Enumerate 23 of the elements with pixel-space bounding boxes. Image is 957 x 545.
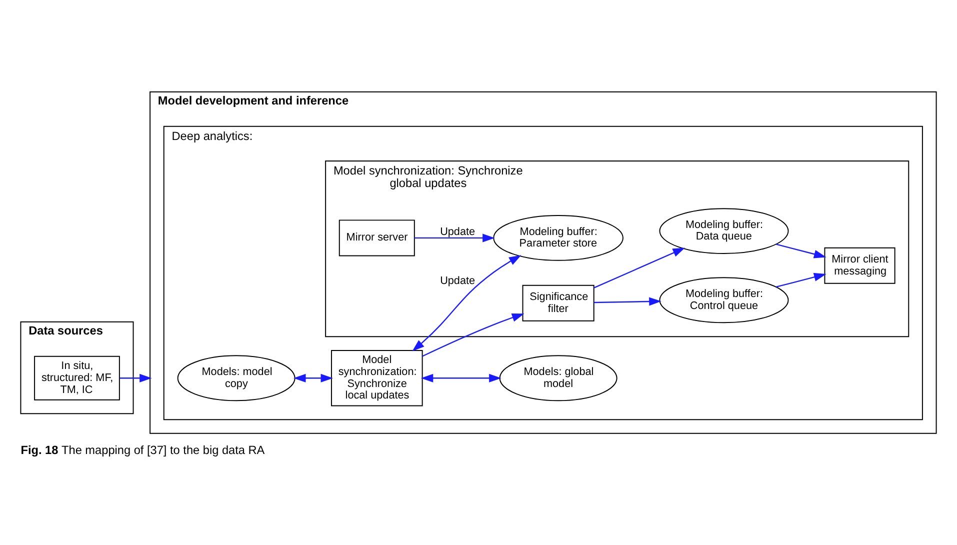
node-box: Significance filter — [522, 284, 594, 321]
node-ellipse: Modeling buffer: Control queue — [659, 276, 789, 323]
arrow — [776, 243, 826, 258]
arrow — [412, 254, 522, 351]
node-ellipse: Models: global model — [499, 354, 618, 401]
arrow — [594, 296, 662, 306]
arrow — [422, 313, 524, 356]
node-ellipse: Modeling buffer: Data queue — [659, 208, 789, 254]
arrow — [294, 373, 334, 382]
arrow — [776, 272, 826, 288]
node-box: Model synchronization: Synchronize local updates — [331, 350, 423, 406]
edge-label: Update — [440, 274, 476, 287]
arrow — [120, 373, 152, 382]
arrow — [420, 373, 502, 382]
edge-label: Update — [440, 225, 476, 238]
node-box: Mirror client messaging — [824, 246, 896, 284]
arrow — [594, 247, 686, 288]
arrow — [414, 233, 495, 242]
node-box: Mirror server — [338, 219, 415, 256]
node-ellipse: Modeling buffer: Parameter store — [493, 214, 624, 260]
caption: Fig. 18 The mapping of [37] to the big data RA — [20, 442, 265, 456]
node-box: In situ, structured: MF, TM, IC — [34, 355, 120, 400]
node-ellipse: Models: model copy — [177, 354, 296, 401]
